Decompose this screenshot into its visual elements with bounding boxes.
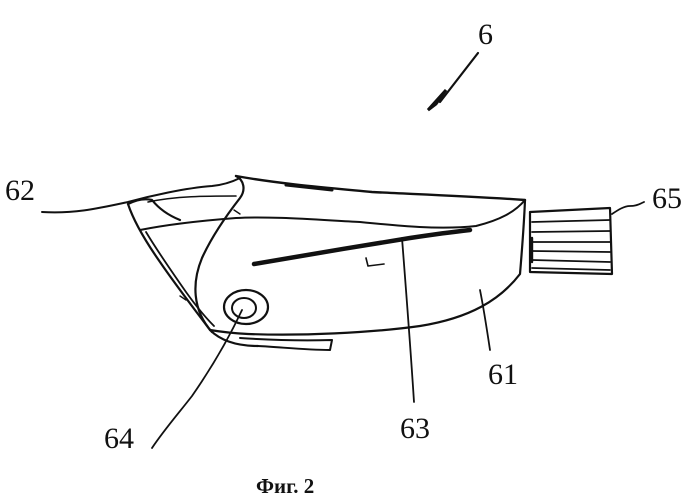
pivot <box>224 290 268 324</box>
label-64: 64 <box>104 422 134 455</box>
leader-65 <box>612 202 644 214</box>
leader-61 <box>480 290 490 350</box>
leader-64 <box>152 310 242 448</box>
assembly-arrow <box>428 53 478 110</box>
blade <box>254 230 470 266</box>
surface-line <box>42 178 240 212</box>
device-body <box>128 176 525 350</box>
label-62: 62 <box>5 174 35 207</box>
figure-caption: Фиг. 2 <box>256 474 314 498</box>
label-61: 61 <box>488 358 518 391</box>
leader-63 <box>402 238 414 402</box>
label-65: 65 <box>652 182 682 215</box>
label-63: 63 <box>400 412 430 445</box>
bristle-brush <box>530 208 612 274</box>
label-6: 6 <box>478 18 493 51</box>
